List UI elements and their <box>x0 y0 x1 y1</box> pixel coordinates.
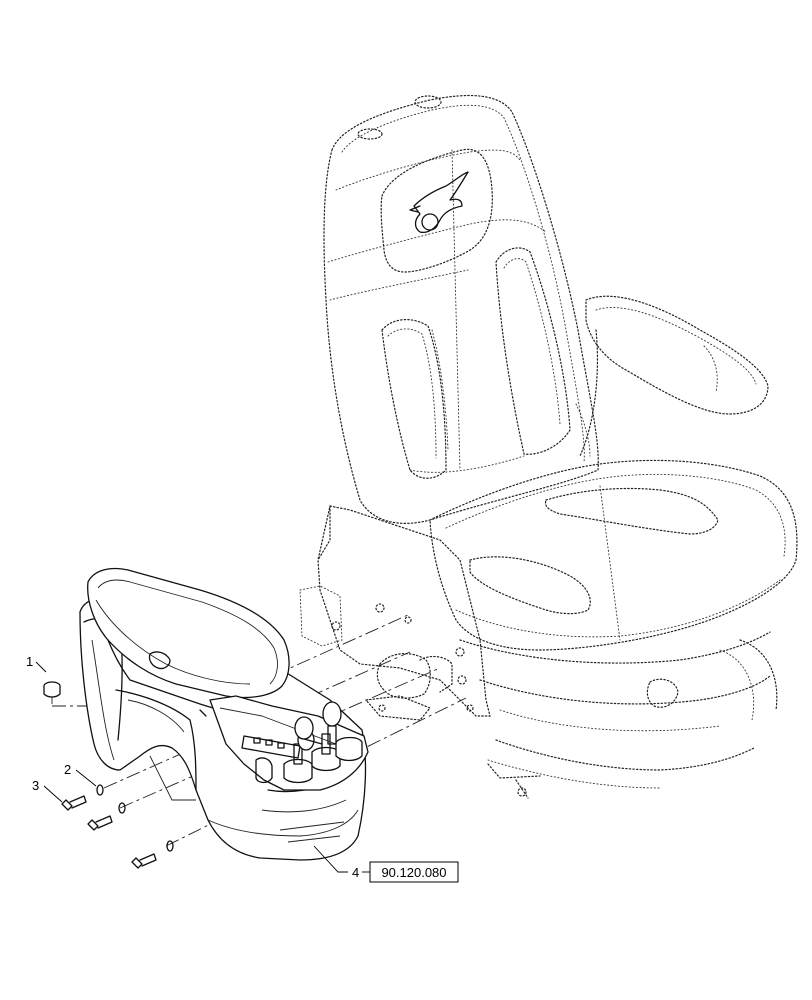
callout-number: 2 <box>64 762 71 777</box>
callout-item-4: 1 <box>26 654 47 673</box>
reference-number: 90.120.080 <box>381 865 446 880</box>
eagle-logo <box>409 171 469 234</box>
bolt <box>131 853 157 869</box>
bolt-group <box>61 795 157 869</box>
callout-number: 3 <box>32 778 39 793</box>
callout-item-3: 3 <box>32 778 63 803</box>
bolt <box>61 795 87 811</box>
plug-cap <box>43 681 61 698</box>
washer-group <box>96 784 174 852</box>
operator-seat <box>299 94 798 799</box>
callout-number: 4 <box>352 865 359 880</box>
callout-item-1: 4 <box>313 845 370 880</box>
callout-item-2: 2 <box>64 762 97 787</box>
joystick-middle <box>294 716 341 772</box>
bolt <box>87 815 113 831</box>
reference-box: 90.120.080 <box>369 861 459 883</box>
joystick-right <box>322 701 363 762</box>
control-console <box>79 567 369 861</box>
callout-number: 1 <box>26 654 33 669</box>
